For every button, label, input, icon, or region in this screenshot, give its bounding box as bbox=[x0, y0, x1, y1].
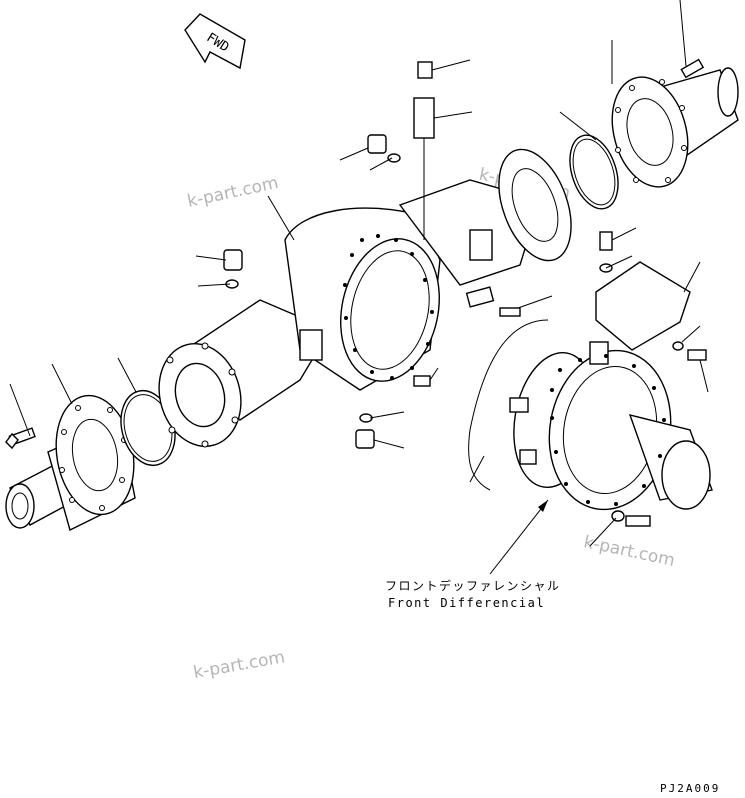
small-plate bbox=[465, 286, 495, 308]
front-differential bbox=[509, 341, 713, 511]
bracket-bolt bbox=[599, 231, 613, 251]
callout-label-en: Front Differencial bbox=[388, 596, 545, 610]
bracket-plate bbox=[595, 261, 691, 351]
watermark: k-part.com bbox=[582, 532, 677, 571]
callout-label-jp: フロントデッファレンシャル bbox=[385, 578, 561, 593]
bottom-washer bbox=[611, 510, 625, 522]
watermark: k-part.com bbox=[192, 647, 287, 683]
axle-housing bbox=[158, 148, 572, 448]
watermark: k-part.com bbox=[186, 173, 281, 212]
right-axle-shaft bbox=[611, 67, 739, 188]
left-bolt bbox=[5, 427, 36, 450]
lower-washer bbox=[672, 341, 684, 351]
upper-plug bbox=[367, 134, 401, 163]
lower-plug bbox=[355, 413, 375, 449]
small-bolt bbox=[499, 307, 521, 317]
left-plug bbox=[223, 249, 243, 289]
right-top-bolt bbox=[680, 58, 705, 79]
breather-parts bbox=[413, 61, 435, 240]
fwd-arrow: FWD bbox=[184, 13, 246, 70]
drain-plug bbox=[413, 375, 431, 387]
left-axle-shaft bbox=[5, 394, 136, 531]
bottom-bolt bbox=[625, 515, 651, 527]
leader-lines bbox=[9, 0, 709, 575]
drawing-code: PJ2A009 bbox=[660, 782, 720, 795]
lower-bolt bbox=[687, 349, 707, 361]
callout-arrowhead bbox=[538, 500, 548, 512]
